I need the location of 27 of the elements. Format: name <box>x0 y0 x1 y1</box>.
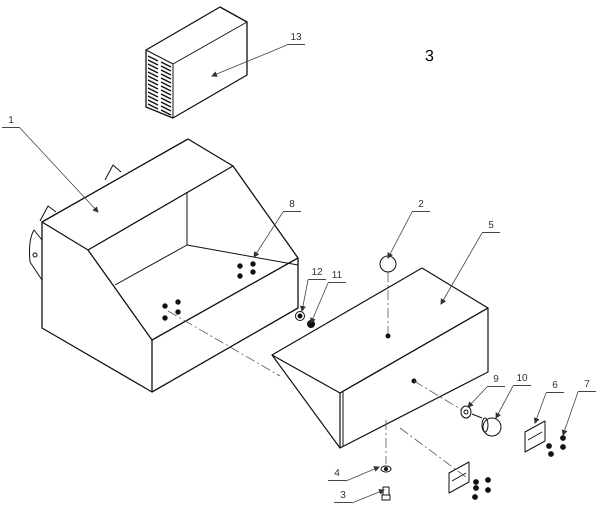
leader-line <box>300 280 308 312</box>
callout-number: 1 <box>8 115 14 127</box>
callout-number: 12 <box>311 267 323 279</box>
leader-line <box>440 232 482 305</box>
leader-line <box>346 466 380 482</box>
leader-line <box>20 128 99 213</box>
leader-line <box>310 282 328 324</box>
leader-line <box>253 212 284 258</box>
callout-number: 9 <box>493 374 499 386</box>
callout-number: 3 <box>340 490 346 502</box>
leader-line <box>562 392 578 436</box>
leader-line <box>211 44 288 77</box>
callout-number: 8 <box>289 199 295 211</box>
figure-number: 3 <box>425 47 434 67</box>
callout-number: 7 <box>584 379 590 391</box>
callout-number: 6 <box>552 380 558 392</box>
leader-line <box>352 489 385 504</box>
callout-number: 2 <box>418 199 424 211</box>
leader-line <box>467 386 488 408</box>
callout-number: 10 <box>516 373 528 385</box>
leader-line <box>388 212 412 259</box>
callout-number: 5 <box>488 220 494 232</box>
leader-line <box>496 386 514 419</box>
leader-line <box>534 392 546 424</box>
callout-number: 4 <box>334 468 340 480</box>
callout-number: 11 <box>332 270 342 282</box>
callout-number: 13 <box>290 32 302 44</box>
